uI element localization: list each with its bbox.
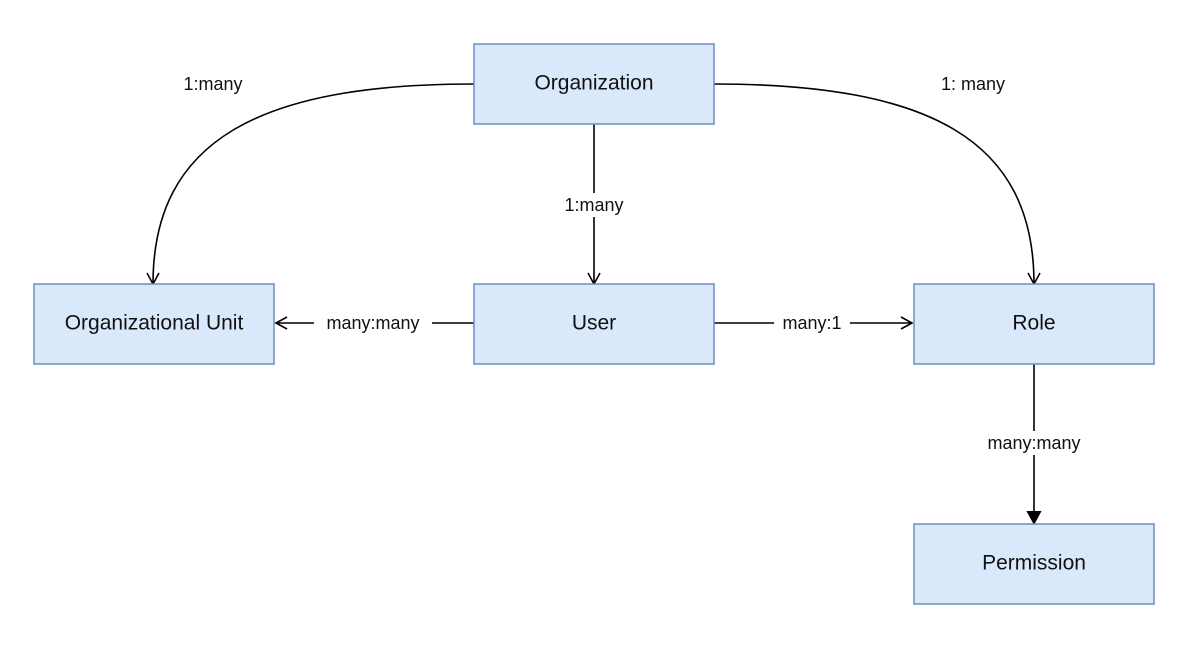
edge-label-bg-user-to-unit: [314, 311, 432, 335]
edge-org-to-unit: [146, 83, 475, 286]
node-organizational-unit[interactable]: Organizational Unit: [33, 283, 275, 365]
edge-label-bg-user-to-role: [774, 311, 850, 335]
node-user[interactable]: User: [473, 283, 715, 365]
edge-label-user-to-role: many:1: [782, 313, 841, 333]
edge-label-user-to-unit: many:many: [326, 313, 419, 333]
edge-label-org-to-unit: 1:many: [183, 74, 242, 94]
edge-label-bg-org-to-user: [556, 193, 632, 217]
node-label-organizational-unit: Organizational Unit: [65, 312, 244, 335]
edge-label-org-to-user: 1:many: [564, 195, 623, 215]
node-role[interactable]: Role: [913, 283, 1155, 365]
edge-label-org-to-role: 1: many: [941, 74, 1005, 94]
node-permission[interactable]: Permission: [913, 523, 1155, 605]
node-organization[interactable]: Organization: [473, 43, 715, 125]
edge-org-to-role: [713, 83, 1041, 286]
node-label-role: Role: [1012, 312, 1055, 335]
edge-label-role-to-permission: many:many: [987, 433, 1080, 453]
node-label-organization: Organization: [534, 72, 653, 95]
node-label-permission: Permission: [982, 552, 1086, 575]
node-label-user: User: [572, 312, 616, 335]
edge-label-bg-role-to-permission: [975, 431, 1093, 455]
